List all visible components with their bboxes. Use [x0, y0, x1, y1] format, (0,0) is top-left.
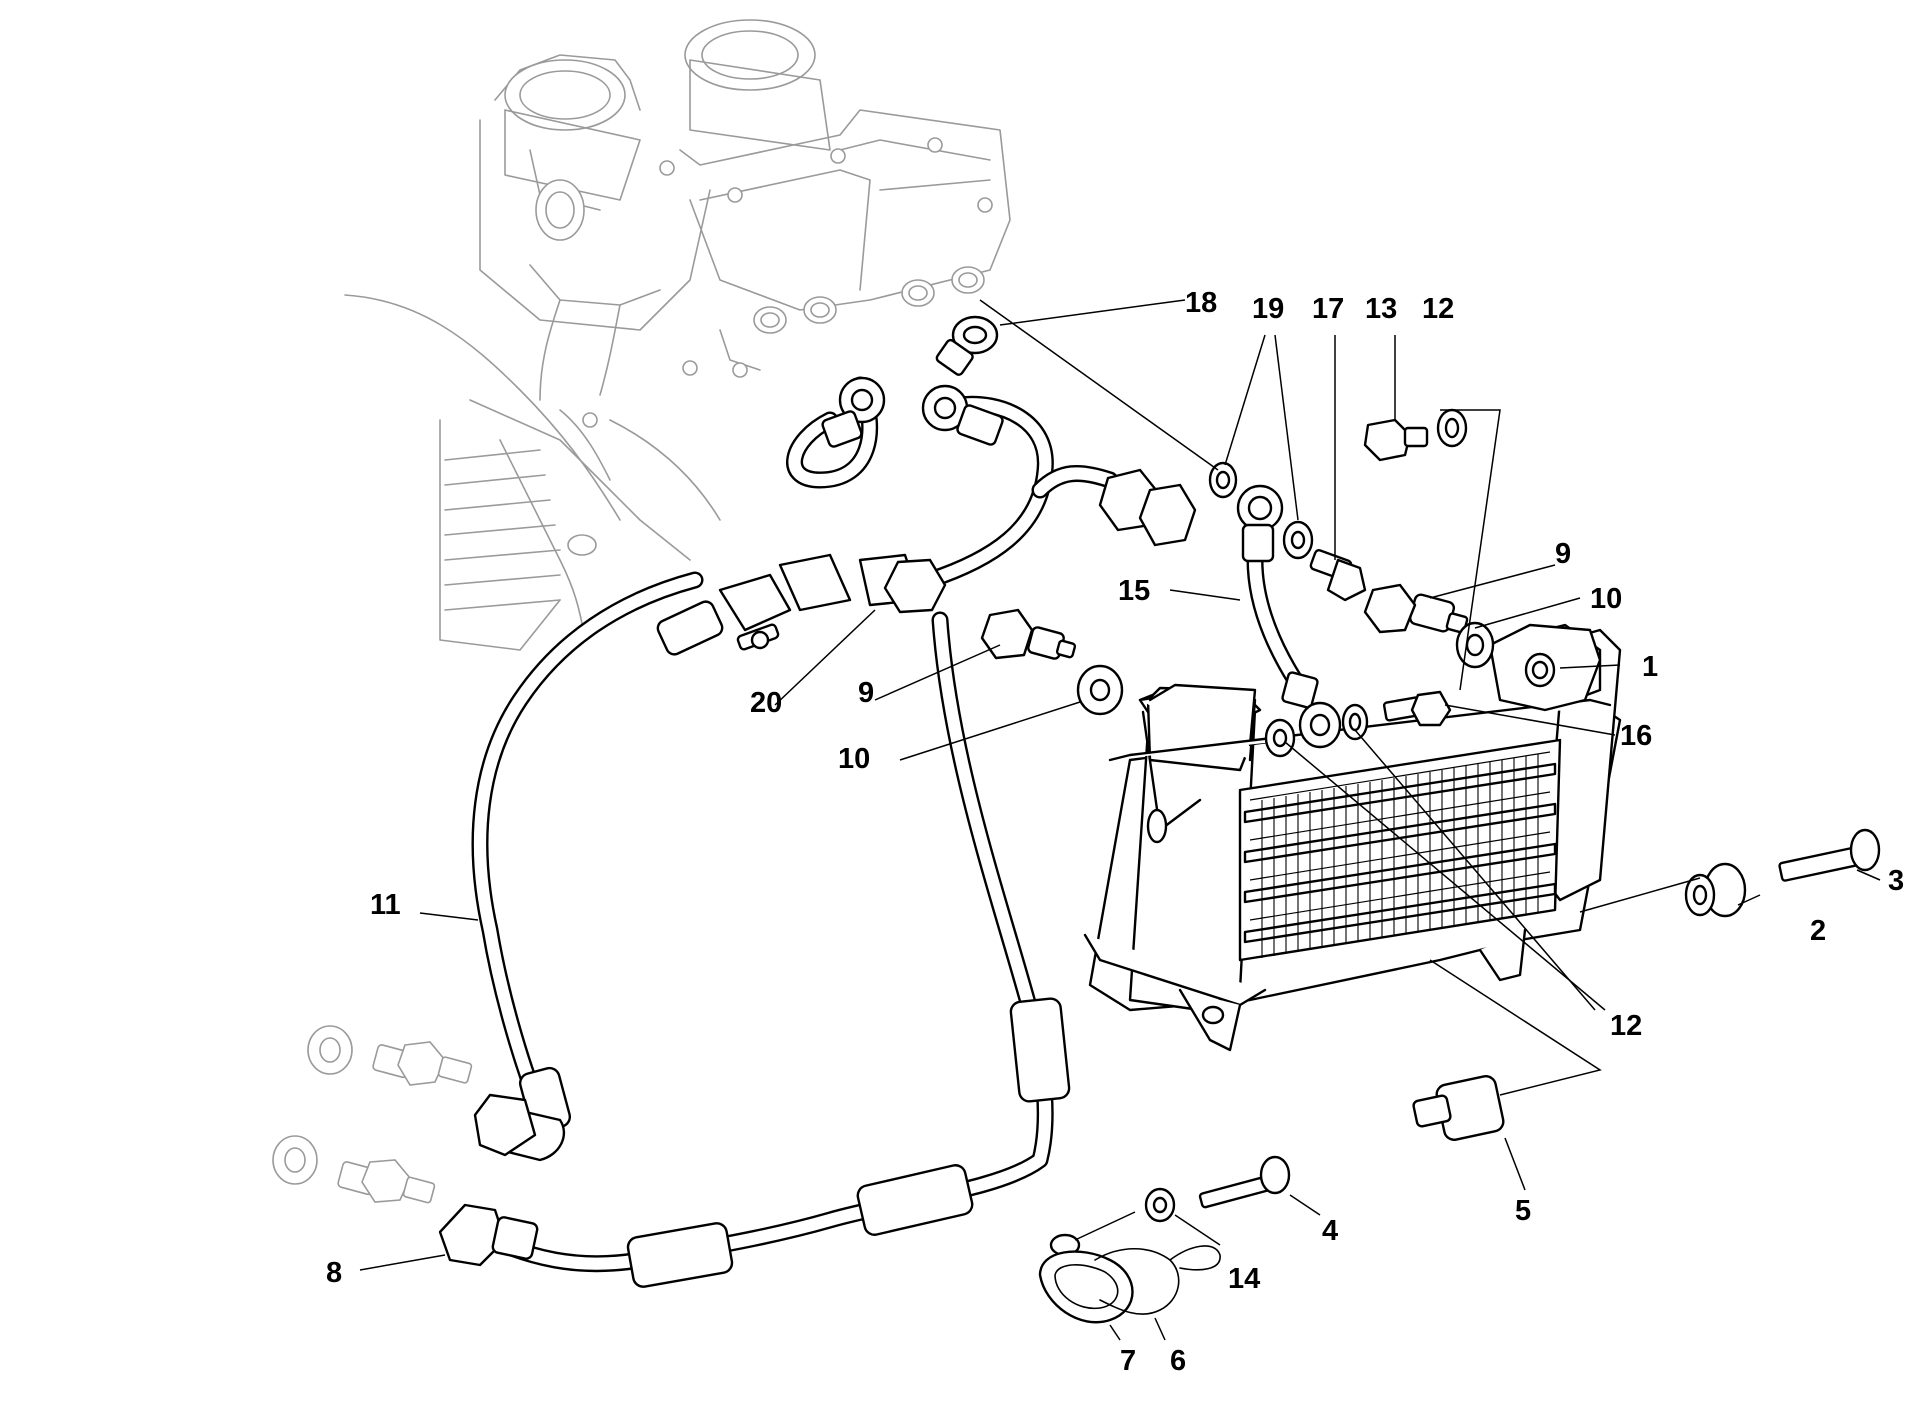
callout-10-left: 10: [838, 743, 870, 775]
callout-12-top: 12: [1422, 293, 1454, 325]
callout-4: 4: [1322, 1215, 1338, 1247]
oil-cooler: [1083, 623, 1622, 1052]
callout-16: 16: [1620, 720, 1652, 752]
callout-7: 7: [1120, 1345, 1136, 1377]
callout-2: 2: [1810, 915, 1826, 947]
loose-parts: [272, 408, 1881, 1324]
callout-1: 1: [1642, 651, 1658, 683]
callout-11: 11: [370, 889, 401, 921]
callout-5: 5: [1515, 1195, 1531, 1227]
callout-3: 3: [1888, 865, 1904, 897]
callout-9-left: 9: [858, 677, 874, 709]
callout-18: 18: [1185, 287, 1217, 319]
callout-12-bottom: 12: [1610, 1010, 1642, 1042]
callout-20: 20: [750, 687, 782, 719]
callout-8: 8: [326, 1257, 342, 1289]
hose-fittings: [438, 315, 1197, 1288]
callout-labels: 1 2 3 4 5 6 7 8 9 9 10 10 11 12 12 13 14…: [326, 287, 1904, 1377]
leader-lines: [359, 299, 1881, 1341]
callout-14: 14: [1228, 1263, 1260, 1295]
callout-10-right: 10: [1590, 583, 1622, 615]
callout-19: 19: [1252, 293, 1284, 325]
callout-17: 17: [1312, 293, 1344, 325]
engine-background: [344, 19, 1011, 651]
oil-hoses: [461, 376, 1304, 1273]
callout-13: 13: [1365, 293, 1397, 325]
callout-9-right: 9: [1555, 538, 1571, 570]
callout-6: 6: [1170, 1345, 1186, 1377]
callout-15: 15: [1118, 575, 1150, 607]
